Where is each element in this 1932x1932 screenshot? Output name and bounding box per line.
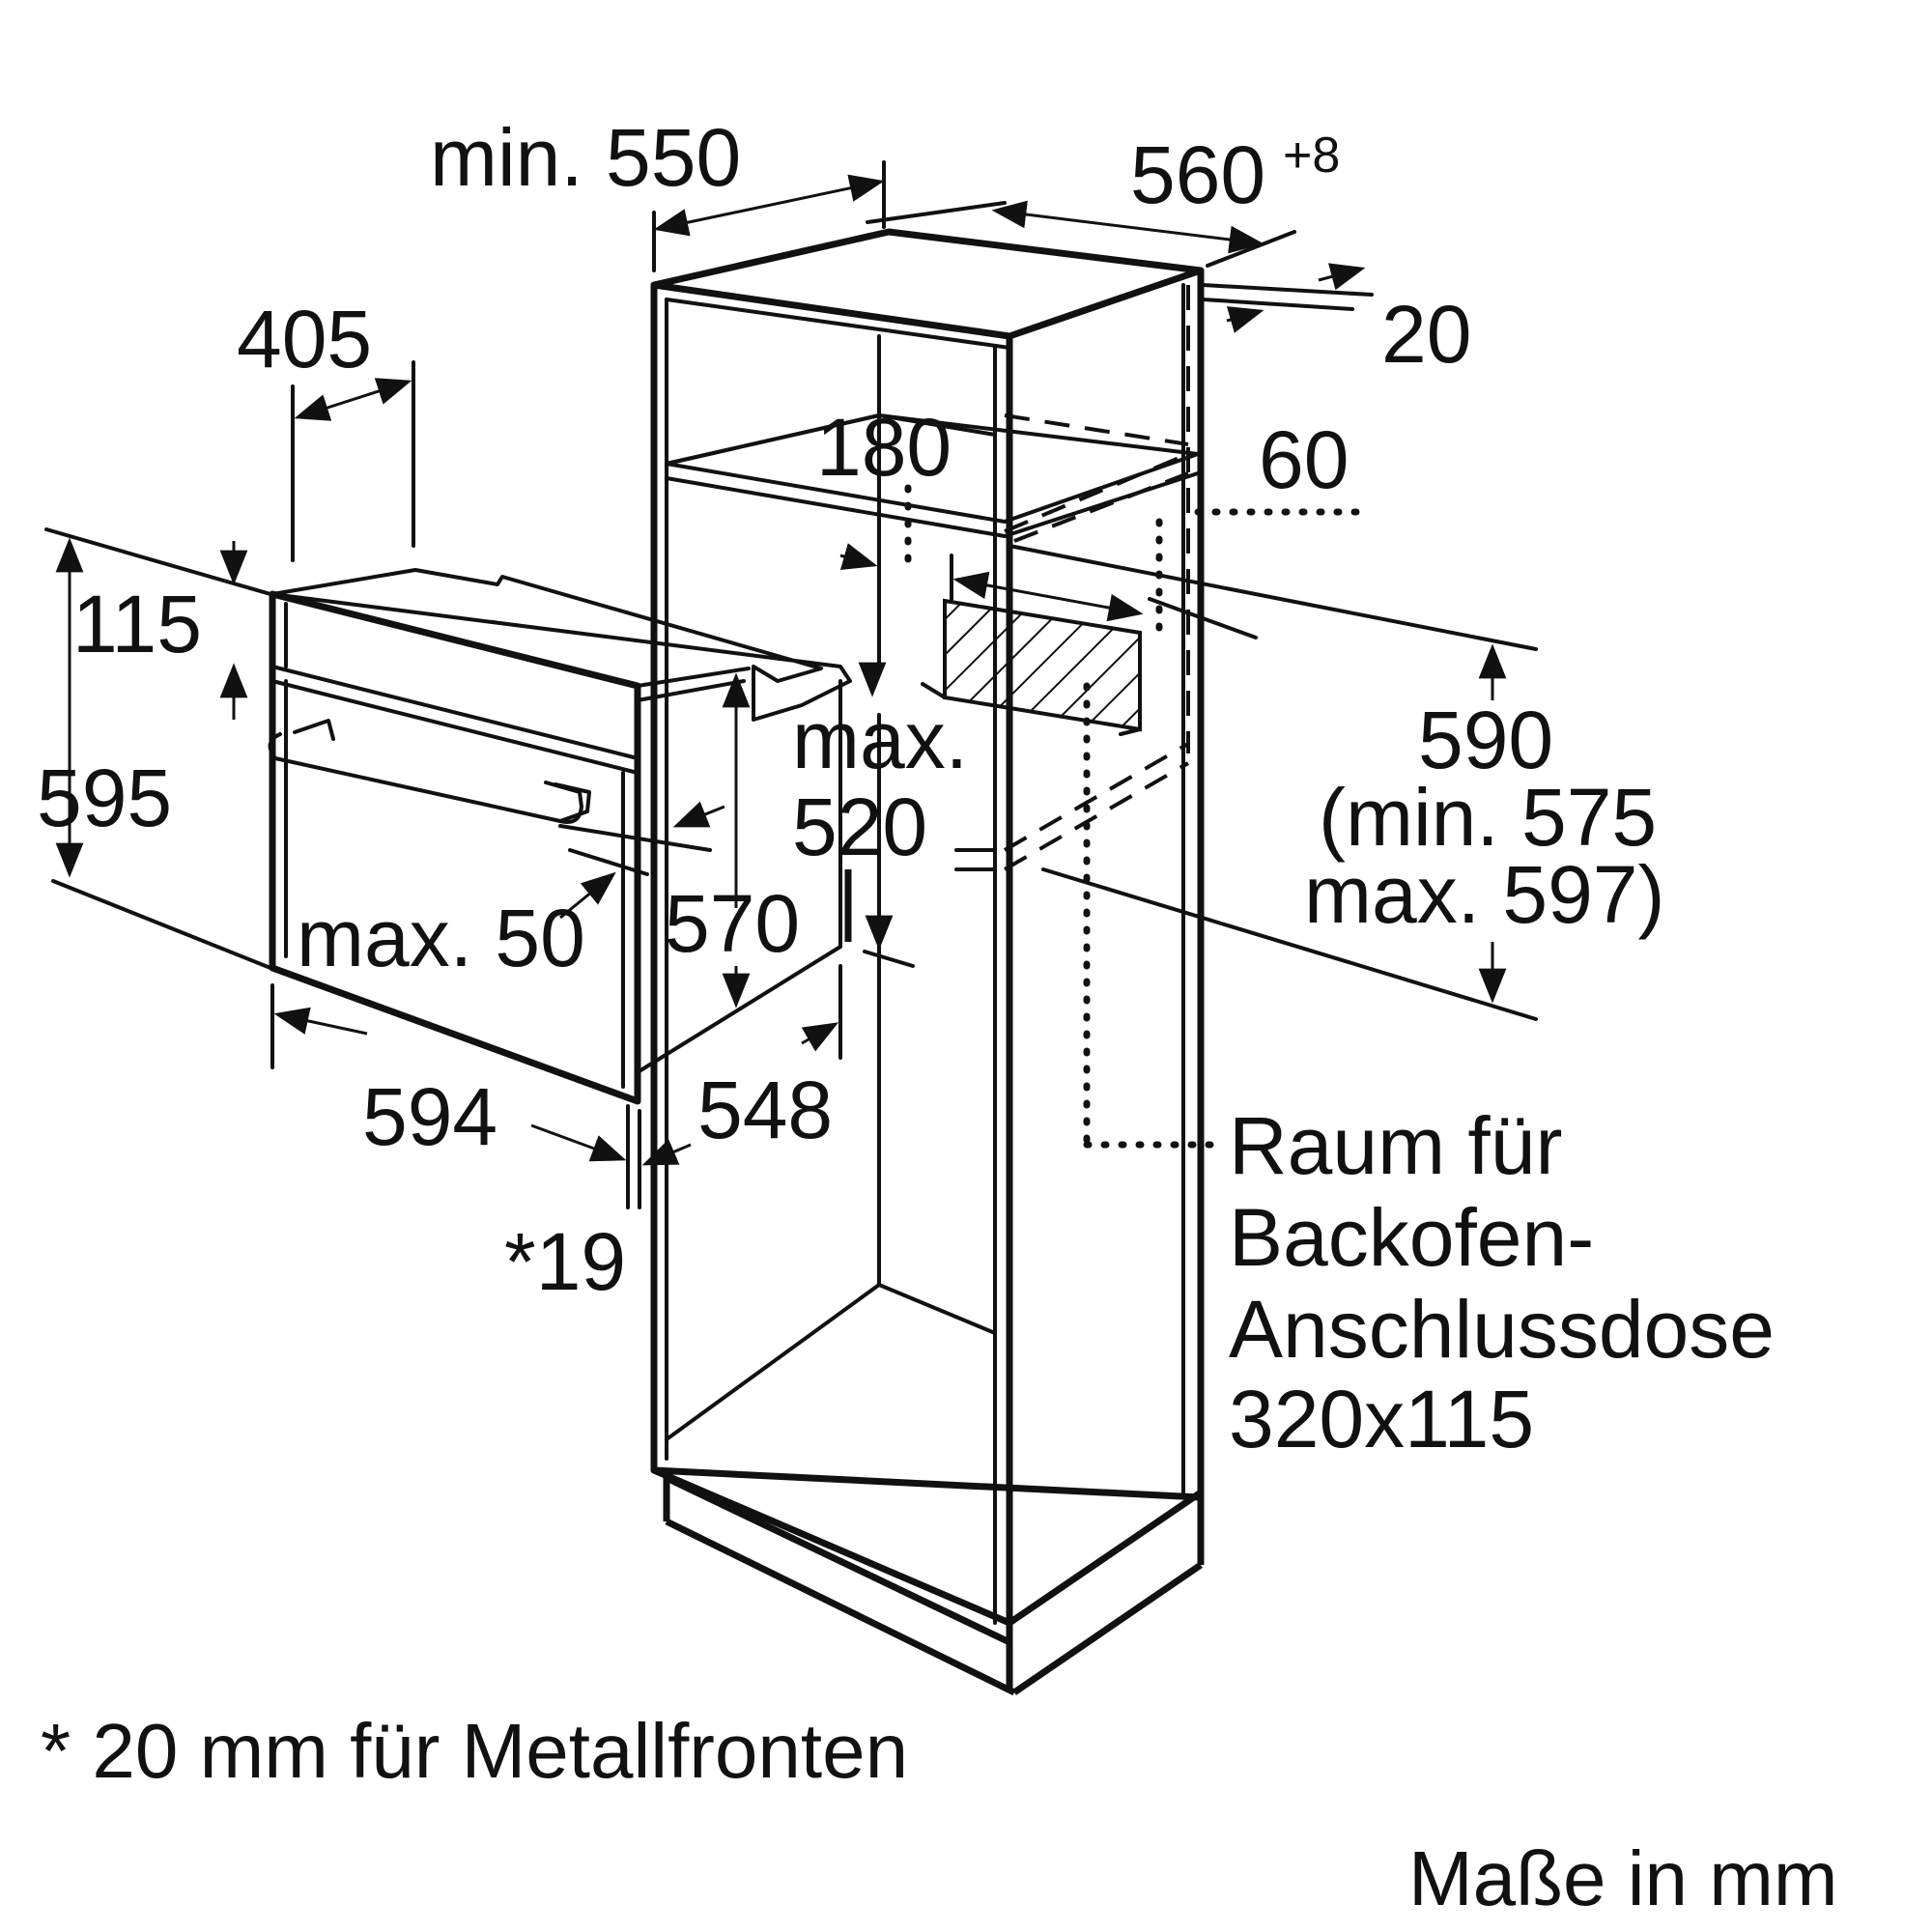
footnote: * 20 mm für Metallfronten <box>41 1708 908 1794</box>
label-594: 594 <box>362 1071 497 1162</box>
label-60: 60 <box>1259 414 1349 505</box>
label-max: max. <box>792 695 968 785</box>
label-115: 115 <box>72 579 202 669</box>
label-520: 520 <box>792 781 927 872</box>
label-180: 180 <box>816 402 952 493</box>
label-max-50: max. 50 <box>297 893 585 983</box>
label-560-tolerance: +8 <box>1283 128 1340 184</box>
socket-note-line2: Backofen- <box>1229 1192 1594 1283</box>
label-min-550: min. 550 <box>430 112 741 203</box>
cabinet-outline <box>650 228 1205 1696</box>
dimension-lines <box>44 160 1538 1209</box>
socket-note-line3: Anschlussdose <box>1229 1284 1775 1375</box>
label-570: 570 <box>665 878 800 969</box>
socket-note-line1: Raum für <box>1229 1100 1562 1191</box>
dimension-labels: min. 550 560 +8 20 405 180 60 115 595 ma… <box>37 112 1665 1307</box>
label-19: *19 <box>504 1216 626 1307</box>
label-590-max: max. 597) <box>1304 849 1665 940</box>
units-note: Maße in mm <box>1408 1835 1838 1921</box>
label-595: 595 <box>37 753 172 843</box>
label-590: 590 <box>1418 695 1553 785</box>
socket-area <box>904 484 1376 1149</box>
socket-note-line4: 320x115 <box>1229 1374 1534 1464</box>
socket-note: Raum für Backofen- Anschlussdose 320x115 <box>1229 1100 1775 1464</box>
oven <box>268 568 852 1105</box>
hidden-edges <box>1003 285 1190 871</box>
label-560: 560 <box>1130 129 1265 220</box>
label-590-min: (min. 575 <box>1319 772 1657 863</box>
label-548: 548 <box>697 1065 833 1155</box>
label-20: 20 <box>1381 289 1471 380</box>
label-405: 405 <box>237 294 372 384</box>
